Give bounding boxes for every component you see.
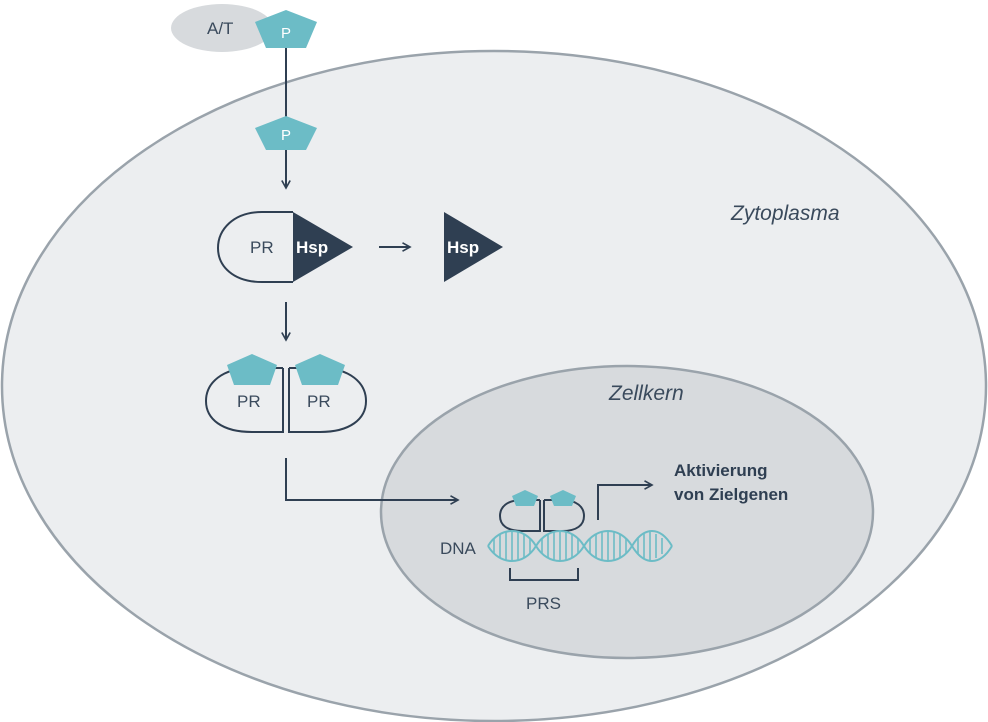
phosphate-label-outside: P [281,25,291,42]
prs-label: PRS [526,594,561,613]
hormone-label: A/T [207,19,233,38]
phosphate-shape-dna-right [550,490,576,506]
nucleus-label: Zellkern [608,382,684,405]
phosphate-shape-dimer-left [227,354,277,385]
receptor-shape-complex [216,211,293,283]
activation-label-line1: Aktivierung [674,461,768,480]
receptor-label-complex: PR [250,238,274,257]
cytoplasm-label: Zytoplasma [730,202,840,225]
prs-bracket [509,568,579,581]
activation-arrow [597,485,652,520]
phosphate-shape-dimer-right [295,354,345,385]
hsp-label-free: Hsp [447,238,479,257]
receptor-label-dimer-left: PR [237,392,261,411]
hsp-label-complex: Hsp [296,238,328,257]
nucleus [379,364,875,660]
dna-helix [487,530,673,562]
hormone-ellipse [171,4,273,52]
phosphate-shape-dna-left [512,490,538,506]
receptor-label-dimer-right: PR [307,392,331,411]
hsp-shape-complex [293,212,353,282]
phosphate-shape-cytoplasm [255,116,317,150]
phosphate-label-cytoplasm: P [281,127,291,144]
hsp-shape-free [444,212,503,282]
dna-label: DNA [440,539,477,558]
phosphate-shape-outside [255,10,317,48]
activation-label-line2: von Zielgenen [674,485,788,504]
arrow-into-nucleus [285,458,458,500]
